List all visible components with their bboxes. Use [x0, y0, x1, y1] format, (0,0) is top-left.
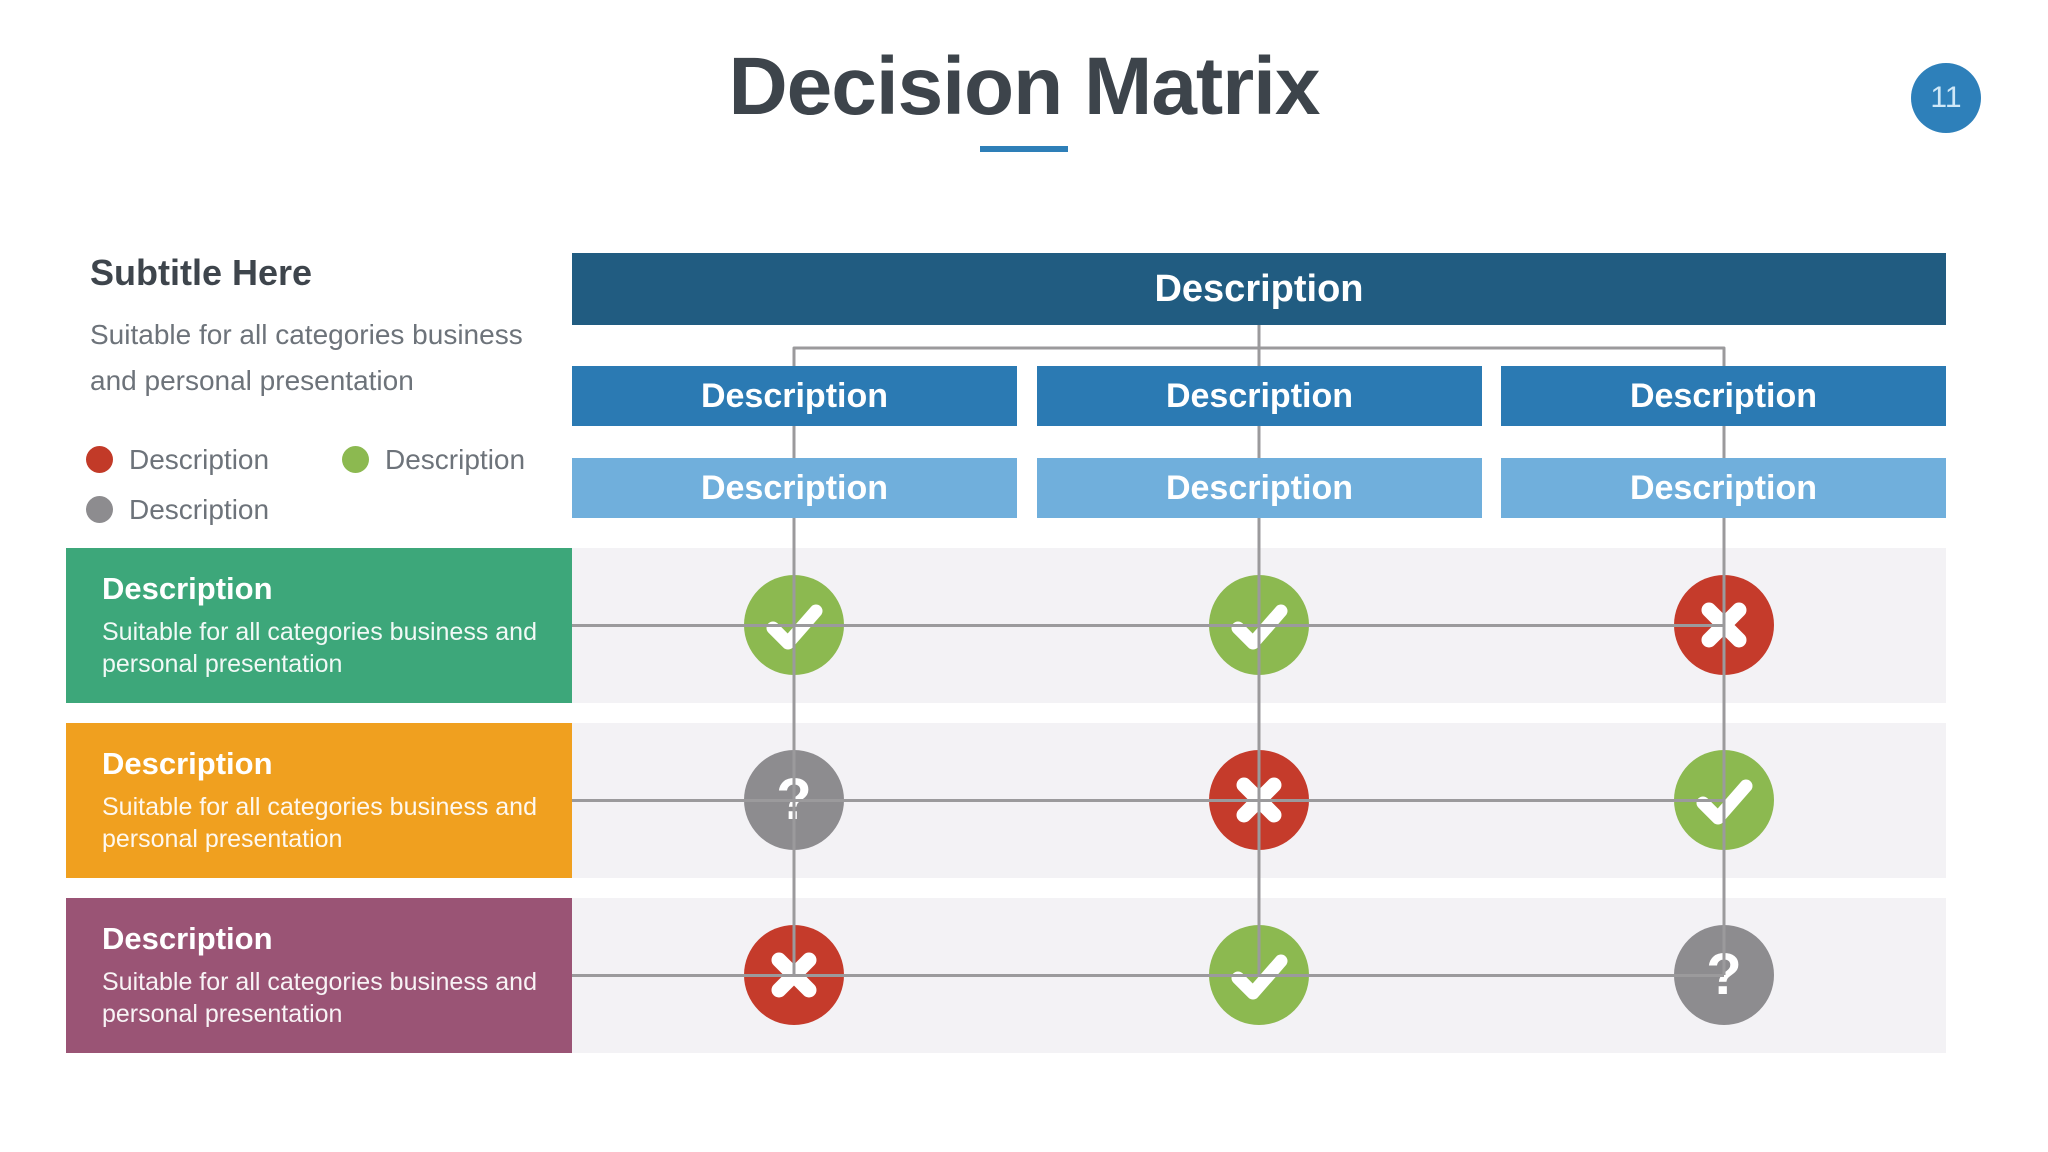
gray-dot-icon [86, 496, 113, 524]
check-glyph [1231, 954, 1288, 1000]
row-label-1: Description Suitable for all categories … [66, 548, 572, 703]
row-description: Suitable for all categories business and… [102, 617, 537, 679]
page-number-badge: 11 [1911, 63, 1981, 133]
subtitle-description: Suitable for all categories business and… [90, 319, 523, 396]
red-dot-icon [86, 446, 113, 474]
column-subheader-3: Description [1501, 458, 1946, 518]
check-glyph [766, 604, 823, 650]
column-subheader-2: Description [1037, 458, 1482, 518]
legend-label: Description [129, 493, 270, 525]
legend-item-red: Description [86, 444, 342, 476]
intro-block: Subtitle Here Suitable for all categorie… [86, 252, 590, 526]
subtitle: Subtitle Here [90, 252, 313, 293]
legend-item-green: Description [342, 444, 590, 476]
green-dot-icon [342, 446, 369, 474]
row-title: Description [102, 746, 273, 782]
row-title: Description [102, 921, 273, 957]
check-glyph [1696, 779, 1753, 825]
matrix-root-header: Description [572, 253, 1946, 325]
column-header-1: Description [572, 366, 1017, 426]
check-glyph [1231, 604, 1288, 650]
legend-label: Description [385, 443, 526, 475]
row-label-3: Description Suitable for all categories … [66, 898, 572, 1053]
column-subheader-1: Description [572, 458, 1017, 518]
row-description: Suitable for all categories business and… [102, 792, 537, 854]
page-number: 11 [1930, 81, 1962, 114]
title-block: Decision Matrix [0, 41, 2048, 153]
title-underline [980, 146, 1068, 153]
row-title: Description [102, 571, 273, 607]
row-label-2: Description Suitable for all categories … [66, 723, 572, 878]
legend-item-gray: Description [86, 494, 342, 526]
column-header-2: Description [1037, 366, 1482, 426]
column-header-3: Description [1501, 366, 1946, 426]
legend-label: Description [129, 443, 270, 475]
row-description: Suitable for all categories business and… [102, 967, 537, 1029]
page-title: Decision Matrix [728, 41, 1320, 132]
